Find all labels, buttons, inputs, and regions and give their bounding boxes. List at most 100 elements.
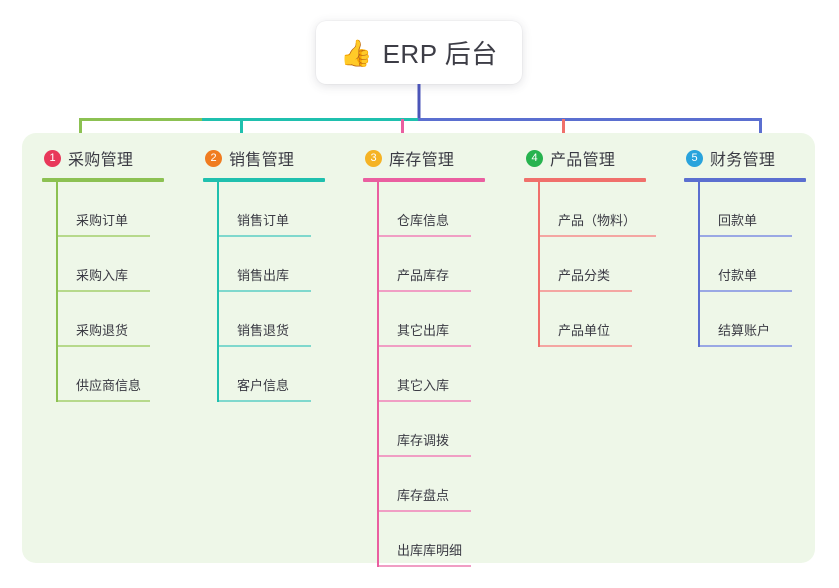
item-rule: [379, 345, 471, 347]
column-badge-5: 5: [686, 149, 703, 167]
list-item[interactable]: 出库库明细: [379, 512, 515, 567]
list-item[interactable]: 采购订单: [58, 182, 194, 237]
column-badge-2: 2: [205, 149, 222, 167]
item-rule: [700, 235, 792, 237]
thumbs-up-icon: 👍: [340, 37, 373, 68]
column-head-bar-3: [363, 178, 485, 182]
column-inventory: 3 库存管理 仓库信息 产品库存 其它出库 其它入库 库存调拨: [363, 146, 515, 567]
item-label: 产品分类: [558, 268, 611, 283]
column-head-bar-2: [203, 178, 325, 182]
column-header-1[interactable]: 1 采购管理: [42, 146, 194, 170]
item-rule: [219, 400, 311, 402]
list-item[interactable]: 仓库信息: [379, 182, 515, 237]
column-finance: 5 财务管理 回款单 付款单 结算账户: [684, 146, 836, 347]
item-rule: [219, 235, 311, 237]
item-label: 销售订单: [237, 213, 290, 228]
item-rule: [58, 345, 150, 347]
column-title-1: 采购管理: [68, 152, 134, 169]
item-rule: [700, 345, 792, 347]
list-item[interactable]: 供应商信息: [58, 347, 194, 402]
column-head-bar-4: [524, 178, 646, 182]
list-item[interactable]: 采购入库: [58, 237, 194, 292]
root-node-title: ERP 后台: [382, 39, 498, 69]
item-label: 销售出库: [237, 268, 290, 283]
item-label: 产品库存: [397, 268, 450, 283]
item-label: 供应商信息: [76, 378, 142, 393]
item-label: 其它出库: [397, 323, 450, 338]
item-label: 销售退货: [237, 323, 290, 338]
item-rule: [219, 345, 311, 347]
column-head-bar-1: [42, 178, 164, 182]
list-item[interactable]: 产品库存: [379, 237, 515, 292]
column-product: 4 产品管理 产品（物料） 产品分类 产品单位: [524, 146, 676, 347]
list-item[interactable]: 其它出库: [379, 292, 515, 347]
column-header-5[interactable]: 5 财务管理: [684, 146, 836, 170]
root-node-card[interactable]: 👍 ERP 后台: [316, 21, 522, 84]
item-rule: [379, 565, 471, 567]
item-label: 产品（物料）: [558, 213, 637, 228]
item-rule: [379, 455, 471, 457]
item-label: 库存调拨: [397, 433, 450, 448]
column-header-4[interactable]: 4 产品管理: [524, 146, 676, 170]
item-label: 出库库明细: [397, 543, 463, 558]
column-spine-4: [538, 182, 540, 347]
list-item[interactable]: 结算账户: [700, 292, 836, 347]
column-head-bar-5: [684, 178, 806, 182]
item-rule: [379, 290, 471, 292]
column-spine-1: [56, 182, 58, 402]
item-rule: [219, 290, 311, 292]
item-rule: [700, 290, 792, 292]
column-title-3: 库存管理: [389, 152, 455, 169]
item-label: 采购退货: [76, 323, 129, 338]
list-item[interactable]: 产品分类: [540, 237, 676, 292]
item-rule: [379, 400, 471, 402]
item-rule: [540, 290, 632, 292]
column-items-1: 采购订单 采购入库 采购退货 供应商信息: [42, 182, 194, 402]
column-spine-3: [377, 182, 379, 567]
column-items-5: 回款单 付款单 结算账户: [684, 182, 836, 347]
column-header-3[interactable]: 3 库存管理: [363, 146, 515, 170]
item-label: 结算账户: [718, 323, 771, 338]
column-badge-4: 4: [526, 149, 543, 167]
list-item[interactable]: 采购退货: [58, 292, 194, 347]
column-badge-1: 1: [44, 149, 61, 167]
diagram-panel: [22, 133, 815, 563]
list-item[interactable]: 销售订单: [219, 182, 355, 237]
item-label: 其它入库: [397, 378, 450, 393]
item-rule: [58, 290, 150, 292]
list-item[interactable]: 产品（物料）: [540, 182, 676, 237]
item-rule: [58, 400, 150, 402]
list-item[interactable]: 付款单: [700, 237, 836, 292]
list-item[interactable]: 客户信息: [219, 347, 355, 402]
column-title-5: 财务管理: [710, 152, 776, 169]
column-title-4: 产品管理: [550, 152, 616, 169]
item-label: 回款单: [718, 213, 758, 228]
item-label: 客户信息: [237, 378, 290, 393]
item-label: 产品单位: [558, 323, 611, 338]
item-label: 采购入库: [76, 268, 129, 283]
column-items-4: 产品（物料） 产品分类 产品单位: [524, 182, 676, 347]
item-rule: [379, 510, 471, 512]
column-header-2[interactable]: 2 销售管理: [203, 146, 355, 170]
item-label: 付款单: [718, 268, 758, 283]
column-badge-3: 3: [365, 149, 382, 167]
list-item[interactable]: 销售出库: [219, 237, 355, 292]
column-items-2: 销售订单 销售出库 销售退货 客户信息: [203, 182, 355, 402]
item-label: 仓库信息: [397, 213, 450, 228]
list-item[interactable]: 产品单位: [540, 292, 676, 347]
item-rule: [540, 235, 656, 237]
column-items-3: 仓库信息 产品库存 其它出库 其它入库 库存调拨 库存盘点: [363, 182, 515, 567]
list-item[interactable]: 库存盘点: [379, 457, 515, 512]
item-label: 库存盘点: [397, 488, 450, 503]
item-rule: [58, 235, 150, 237]
list-item[interactable]: 库存调拨: [379, 402, 515, 457]
column-sales: 2 销售管理 销售订单 销售出库 销售退货 客户信息: [203, 146, 355, 402]
column-procurement: 1 采购管理 采购订单 采购入库 采购退货 供应商信息: [42, 146, 194, 402]
list-item[interactable]: 回款单: [700, 182, 836, 237]
column-spine-2: [217, 182, 219, 402]
item-label: 采购订单: [76, 213, 129, 228]
list-item[interactable]: 其它入库: [379, 347, 515, 402]
column-title-2: 销售管理: [229, 152, 295, 169]
list-item[interactable]: 销售退货: [219, 292, 355, 347]
